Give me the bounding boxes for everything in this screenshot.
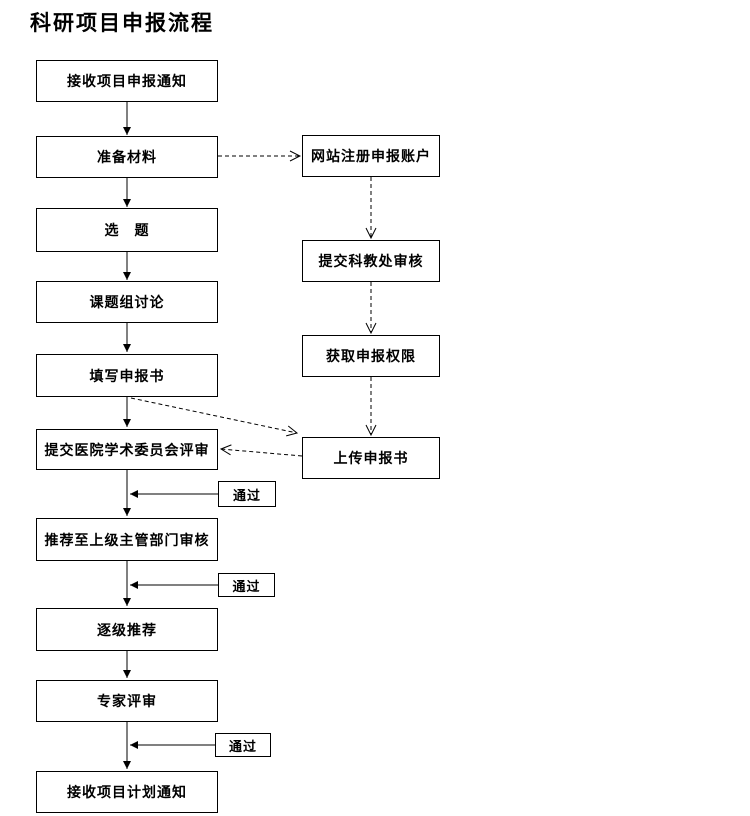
page-title: 科研项目申报流程	[30, 12, 214, 35]
flow-step-hospital-committee-review: 提交医院学术委员会评审	[36, 429, 218, 470]
pass-label-1: 通过	[218, 481, 276, 507]
flow-step-level-by-level-recommendation: 逐级推荐	[36, 608, 218, 651]
flow-step-expert-review: 专家评审	[36, 680, 218, 722]
flow-step-receive-application-notice: 接收项目申报通知	[36, 60, 218, 102]
flow-step-superior-department-review: 推荐至上级主管部门审核	[36, 518, 218, 561]
dashed-arrow-upload-to-committee	[221, 449, 303, 457]
flow-step-group-discussion: 课题组讨论	[36, 281, 218, 323]
flow-step-receive-plan-notice: 接收项目计划通知	[36, 771, 218, 813]
flow-step-submit-science-education-audit: 提交科教处审核	[302, 240, 440, 282]
pass-label-3: 通过	[215, 733, 271, 757]
flow-step-obtain-application-permission: 获取申报权限	[302, 335, 440, 377]
flow-step-website-register-account: 网站注册申报账户	[302, 135, 440, 177]
pass-label-2: 通过	[218, 573, 275, 597]
flow-step-prepare-materials: 准备材料	[36, 136, 218, 178]
flow-step-select-topic: 选 题	[36, 208, 218, 252]
flow-step-upload-application-form: 上传申报书	[302, 437, 440, 479]
dashed-arrow-fill-to-upload	[130, 397, 297, 433]
flow-step-fill-application-form: 填写申报书	[36, 354, 218, 397]
